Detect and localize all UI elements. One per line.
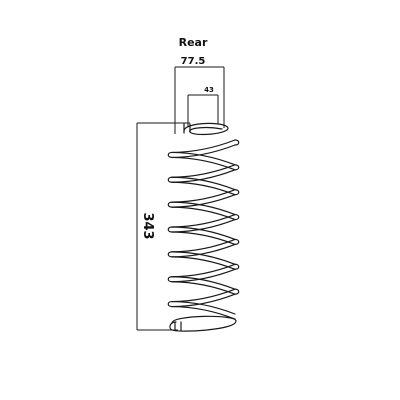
coil-wire-segment (171, 226, 236, 241)
coil-left-bend (167, 176, 173, 183)
coil-wire-segment (171, 201, 236, 216)
coil-left-bend (167, 151, 173, 159)
coil-right-bend (234, 164, 240, 171)
coil-wire-segment (171, 151, 236, 166)
coil-wire-segment (171, 176, 236, 191)
spring-top-end (183, 122, 229, 136)
inner-dimension-label: 43 (204, 86, 214, 94)
coil-wire-segment (171, 281, 236, 295)
free-length-dimension: 343 (136, 122, 190, 331)
coil-right-bend (234, 288, 240, 295)
coil-wire-segment (171, 206, 236, 221)
coil-wire-segment (171, 300, 236, 315)
coil-right-bend (234, 189, 240, 196)
diagram-title: Rear (179, 36, 208, 49)
coil-left-bend (167, 300, 173, 308)
coil-spring (167, 122, 240, 332)
coil-right-bend (234, 213, 240, 221)
spring-bottom-end (169, 315, 237, 332)
coil-wire-segment (171, 181, 236, 196)
coil-right-bend (234, 263, 240, 270)
inner-dimension: 43 (187, 86, 219, 126)
outer-diameter-label: 77.5 (181, 56, 206, 67)
coil-wire-segment (171, 231, 236, 246)
coil-left-bend (167, 251, 173, 258)
coil-right-bend (234, 238, 240, 246)
free-length-label: 343 (140, 212, 155, 239)
coil-wire-segment (171, 251, 236, 265)
coil-wire-segment (171, 156, 236, 171)
coil-left-bend (167, 226, 173, 233)
coil-left-bend (167, 201, 173, 208)
coil-left-bend (167, 276, 173, 283)
coil-wire-segment (171, 139, 236, 154)
coil-right-bend (234, 139, 240, 146)
coil-wire-segment (171, 276, 236, 290)
coil-wire-segment (171, 305, 236, 320)
spring-coil-body (167, 139, 240, 320)
coil-wire-segment (171, 256, 236, 270)
